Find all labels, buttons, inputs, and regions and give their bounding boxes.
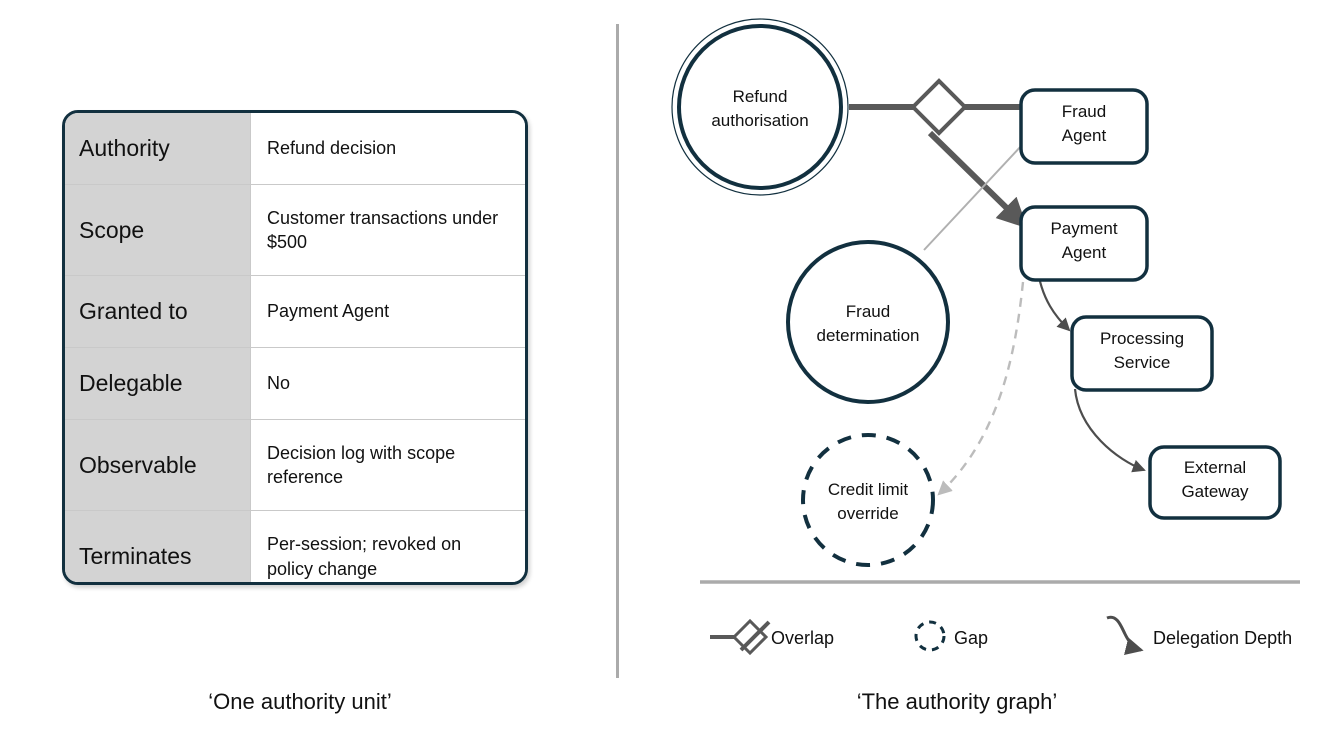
authority-graph: Refund authorisation Fraud determination… xyxy=(671,18,1300,656)
legend-label: Delegation Depth xyxy=(1153,628,1292,648)
table-row-value: Decision log with scope reference xyxy=(251,420,525,510)
table-row: Delegable No xyxy=(65,348,525,420)
gap-icon xyxy=(914,620,946,652)
node-processing-service[interactable]: Processing Service xyxy=(1070,315,1214,392)
table-row-label: Granted to xyxy=(65,276,251,347)
table-row: Granted to Payment Agent xyxy=(65,276,525,348)
table-row-label: Observable xyxy=(65,420,251,510)
node-label: Fraud xyxy=(846,302,890,321)
legend-item-delegation-depth: Delegation Depth xyxy=(1106,615,1292,656)
table-row: Authority Refund decision xyxy=(65,113,525,185)
table-row-value: Refund decision xyxy=(251,113,525,184)
table-row-label: Authority xyxy=(65,113,251,184)
table-row-label: Scope xyxy=(65,185,251,275)
node-label: Gateway xyxy=(1181,482,1249,501)
overlap-diamond-marker xyxy=(910,78,968,136)
table-row-label: Terminates xyxy=(65,511,251,582)
table-row: Scope Customer transactions under $500 xyxy=(65,185,525,276)
panel-divider xyxy=(616,24,619,678)
legend-item-overlap: Overlap xyxy=(710,618,834,656)
table-row: Terminates Per-session; revoked on polic… xyxy=(65,511,525,582)
node-label: determination xyxy=(816,326,919,345)
left-panel-caption: ‘One authority unit’ xyxy=(208,689,392,714)
node-label: Fraud xyxy=(1062,102,1106,121)
node-label: Agent xyxy=(1062,126,1107,145)
right-panel-caption: ‘The authority graph’ xyxy=(856,689,1058,714)
left-panel: Authority Refund decision Scope Customer… xyxy=(0,0,617,744)
node-payment-agent[interactable]: Payment Agent xyxy=(1019,205,1149,282)
legend-label: Gap xyxy=(954,628,988,648)
legend-label: Overlap xyxy=(771,628,834,648)
node-label: Refund xyxy=(733,87,788,106)
table-row: Observable Decision log with scope refer… xyxy=(65,420,525,511)
edge-overlap-diagonal xyxy=(927,130,1028,229)
node-refund-authorisation[interactable]: Refund authorisation xyxy=(671,18,849,196)
table-row-value: Per-session; revoked on policy change xyxy=(251,511,525,582)
edge-gap-payment-to-credit-limit xyxy=(937,281,1025,496)
node-label: Agent xyxy=(1062,243,1107,262)
authority-unit-table: Authority Refund decision Scope Customer… xyxy=(62,110,528,585)
node-credit-limit-override[interactable]: Credit limit override xyxy=(801,433,935,567)
node-external-gateway[interactable]: External Gateway xyxy=(1148,445,1282,520)
node-label: override xyxy=(837,504,898,523)
node-label: Service xyxy=(1114,353,1171,372)
legend-item-gap: Gap xyxy=(914,620,988,652)
node-fraud-determination[interactable]: Fraud determination xyxy=(786,240,950,404)
node-label: Credit limit xyxy=(828,480,909,499)
node-fraud-agent[interactable]: Fraud Agent xyxy=(1019,88,1149,165)
table-row-label: Delegable xyxy=(65,348,251,419)
node-label: Processing xyxy=(1100,329,1184,348)
edge-delegation-processing-to-gateway xyxy=(1073,388,1146,473)
table-row-value: No xyxy=(251,348,525,419)
table-row-value: Customer transactions under $500 xyxy=(251,185,525,275)
node-label: authorisation xyxy=(711,111,808,130)
edge-fraud-agent-to-fraud-determination xyxy=(923,143,1024,251)
delegation-depth-icon xyxy=(1106,615,1144,656)
table-row-value: Payment Agent xyxy=(251,276,525,347)
overlap-icon xyxy=(710,618,771,656)
node-label: External xyxy=(1184,458,1246,477)
node-label: Payment xyxy=(1050,219,1117,238)
right-panel: Refund authorisation Fraud determination… xyxy=(617,0,1327,744)
